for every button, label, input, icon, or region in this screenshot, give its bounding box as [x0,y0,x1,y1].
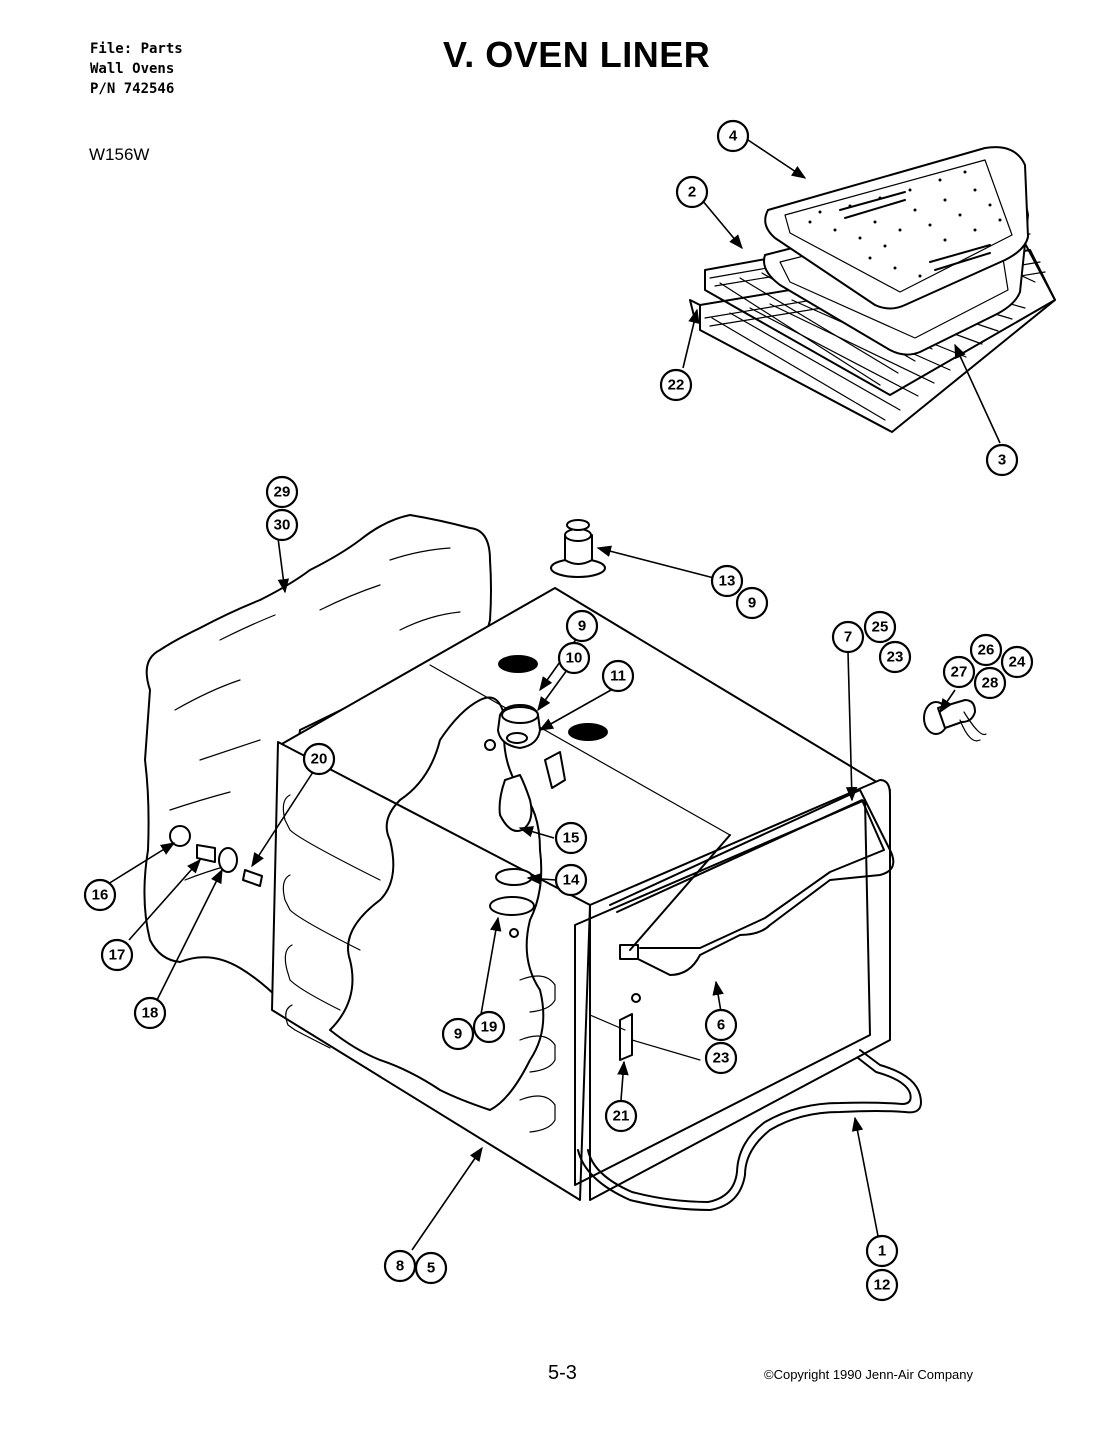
svg-text:23: 23 [713,1050,730,1067]
svg-text:23: 23 [887,649,904,666]
callout-9-flange: 9 [735,586,769,620]
callout-22: 22 [659,368,693,402]
callout-10: 10 [557,641,591,675]
callout-7: 7 [831,620,865,654]
svg-text:22: 22 [668,377,685,394]
oven-light-assembly [484,704,541,938]
callout-17: 17 [100,938,134,972]
callout-21: 21 [604,1099,638,1133]
broiler-pan-and-racks [689,146,1056,433]
callout-23-bottom: 23 [704,1041,738,1075]
svg-text:25: 25 [872,619,889,636]
svg-text:9: 9 [748,595,756,612]
page-title: V. OVEN LINER [443,34,711,75]
svg-text:5: 5 [427,1260,435,1277]
callout-14: 14 [554,863,588,897]
callout-28: 28 [973,666,1007,700]
callout-29: 29 [265,475,299,509]
svg-text:15: 15 [563,830,580,847]
svg-text:19: 19 [481,1019,498,1036]
page-number: 5-3 [548,1362,577,1384]
insulation-blanket [143,514,492,1001]
callout-27: 27 [942,655,976,689]
callout-9-top: 9 [565,609,599,643]
svg-text:6: 6 [717,1017,725,1034]
svg-text:7: 7 [844,629,852,646]
callout-15: 15 [554,821,588,855]
vent-tube [550,519,606,578]
svg-text:4: 4 [729,128,738,145]
bake-element [577,1049,922,1211]
broiler-pan-insert [764,146,1029,310]
svg-text:10: 10 [566,650,583,667]
callout-25: 25 [863,610,897,644]
callout-8: 8 [383,1249,417,1283]
door-hinge-hardware [169,825,263,887]
callout-24: 24 [1000,645,1034,679]
svg-text:9: 9 [454,1026,462,1043]
svg-text:30: 30 [274,517,291,534]
svg-text:17: 17 [109,947,126,964]
callout-19: 19 [472,1010,506,1044]
svg-text:12: 12 [874,1277,891,1294]
model-number: W156W [89,145,150,164]
svg-text:18: 18 [142,1005,159,1022]
svg-text:28: 28 [982,675,999,692]
callout-5: 5 [414,1251,448,1285]
callout-9-bottom: 9 [441,1017,475,1051]
broil-element [609,789,895,1003]
selector-switch [923,699,987,742]
svg-text:27: 27 [951,664,968,681]
leader-lines [107,139,1001,1251]
svg-text:14: 14 [563,872,580,889]
callout-20: 20 [302,742,336,776]
callout-12: 12 [865,1268,899,1302]
callout-11: 11 [601,659,635,693]
copyright-notice: ©Copyright 1990 Jenn-Air Company [764,1367,974,1382]
svg-text:21: 21 [613,1108,630,1125]
callout-4: 4 [716,119,750,153]
callout-3: 3 [985,443,1019,477]
callout-16: 16 [83,878,117,912]
svg-text:20: 20 [311,751,328,768]
part-number-label: P/N 742546 [90,81,175,97]
callout-2: 2 [675,175,709,209]
file-label: File: Parts [90,41,183,57]
callout-13: 13 [710,564,744,598]
svg-text:16: 16 [92,887,109,904]
callout-23-top: 23 [878,640,912,674]
svg-text:24: 24 [1009,654,1026,671]
svg-text:29: 29 [274,484,291,501]
callout-18: 18 [133,996,167,1030]
callout-26: 26 [969,633,1003,667]
svg-text:1: 1 [878,1243,886,1260]
svg-text:9: 9 [578,618,586,635]
callout-6: 6 [704,1008,738,1042]
callout-30: 30 [265,508,299,542]
svg-text:13: 13 [719,573,736,590]
product-line-label: Wall Ovens [90,61,175,77]
callout-1: 1 [865,1234,899,1268]
oven-liner [271,587,891,1201]
svg-text:2: 2 [688,184,696,201]
svg-text:26: 26 [978,642,995,659]
svg-text:3: 3 [998,452,1006,469]
svg-text:8: 8 [396,1258,404,1275]
svg-text:11: 11 [610,668,626,685]
temperature-sensor [589,1013,701,1061]
